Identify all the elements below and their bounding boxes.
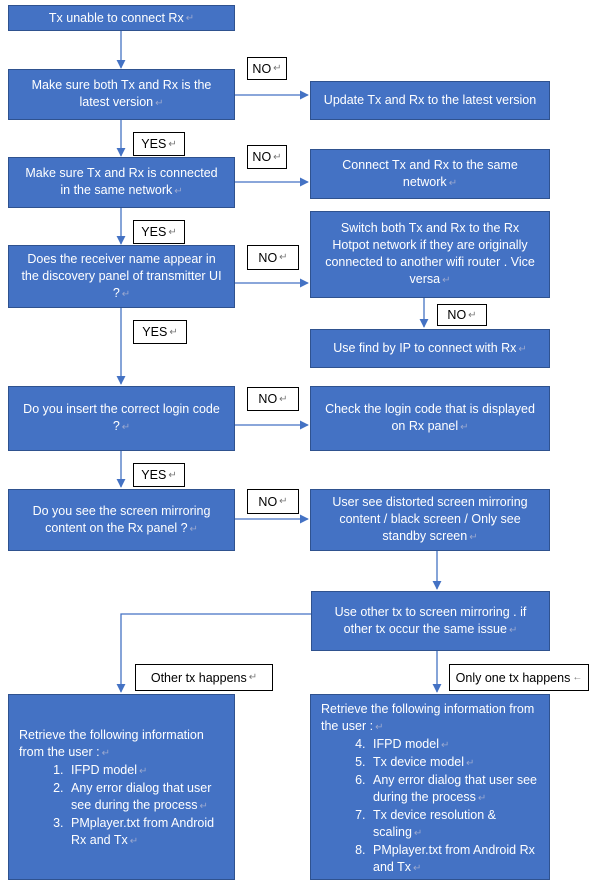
mirror-check-box: Do you see the screen mirroring content … — [8, 489, 235, 551]
yes-label-version: YES↵ — [133, 132, 185, 156]
list-item: IFPD model↵ — [67, 762, 226, 780]
list-item: PMplayer.txt from Android Rx and Tx↵ — [67, 815, 226, 850]
list-item: Any error dialog that user see during th… — [67, 780, 226, 815]
yes-label-discovery: YES↵ — [133, 320, 187, 344]
left-info-box: Retrieve the following information from … — [8, 694, 235, 880]
arrow-other-tx — [116, 613, 311, 693]
find-by-ip-box: Use find by IP to connect with Rx↵ — [310, 329, 550, 368]
network-check-box: Make sure Tx and Rx is connected in the … — [8, 157, 235, 208]
login-check-box: Do you insert the correct login code ?↵ — [8, 386, 235, 451]
list-item: PMplayer.txt from Android Rx and Tx↵ — [369, 842, 541, 877]
version-check-box: Make sure both Tx and Rx is the latest v… — [8, 69, 235, 120]
yes-label-login: YES↵ — [133, 463, 185, 487]
update-version-box: Update Tx and Rx to the latest version — [310, 81, 550, 120]
list-item: Tx device model↵ — [369, 754, 541, 772]
list-item: IFPD model↵ — [369, 736, 541, 754]
yes-label-network: YES↵ — [133, 220, 185, 244]
check-login-box: Check the login code that is displayed o… — [310, 386, 550, 451]
no-label-network: NO↵ — [247, 145, 287, 169]
right-info-list: IFPD model↵ Tx device model↵ Any error d… — [321, 736, 541, 877]
start-box: Tx unable to connect Rx↵ — [8, 5, 235, 31]
no-label-mirror: NO↵ — [247, 489, 299, 514]
discovery-check-box: Does the receiver name appear in the dis… — [8, 245, 235, 308]
list-item: Any error dialog that user see during th… — [369, 772, 541, 807]
other-tx-label: Other tx happens↵ — [135, 664, 273, 691]
switch-network-box: Switch both Tx and Rx to the Rx Hotpot n… — [310, 211, 550, 298]
no-label-switch: NO↵ — [437, 304, 487, 326]
other-tx-test-box: Use other tx to screen mirroring . if ot… — [311, 591, 550, 651]
right-info-box: Retrieve the following information from … — [310, 694, 550, 880]
no-label-login: NO↵ — [247, 387, 299, 411]
only-one-tx-label: Only one tx happens← — [449, 664, 589, 691]
left-info-list: IFPD model↵ Any error dialog that user s… — [19, 762, 226, 850]
list-item: Tx device resolution & scaling↵ — [369, 807, 541, 842]
distorted-screen-box: User see distorted screen mirroring cont… — [310, 489, 550, 551]
no-label-discovery: NO↵ — [247, 245, 299, 270]
connect-network-box: Connect Tx and Rx to the same network↵ — [310, 149, 550, 199]
no-label-version: NO↵ — [247, 57, 287, 80]
